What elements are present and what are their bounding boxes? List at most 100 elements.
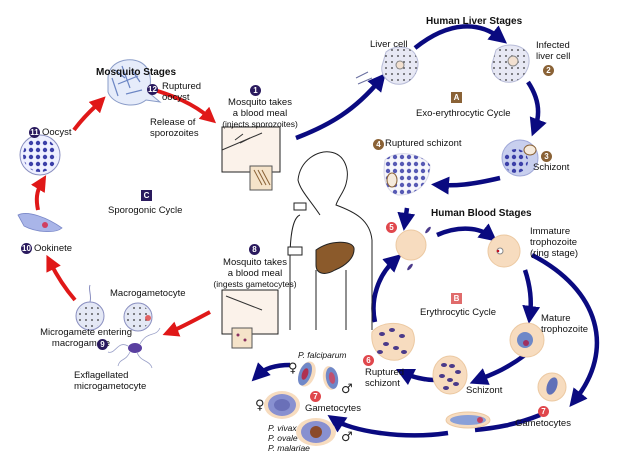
step-number-5: 5 [386,222,397,233]
oocyst-cell [19,134,61,176]
step-number-3: 3 [541,151,552,162]
arrow-liver-to-infected [413,24,508,50]
vivax-male-gametocyte [296,418,336,446]
step-2-line2: liver cell [536,51,571,62]
male-symbol-icon: ♂ [341,382,353,397]
mature-line1: Mature [541,313,571,324]
gametocyte-elongated [445,411,491,429]
step-4-label: Ruptured schizont [385,138,462,149]
step-number-2: 2 [543,65,554,76]
liver-organ [315,241,355,274]
ruptured-liver-schizont [383,153,431,196]
ring-stage-trophozoite [487,234,521,268]
section-title-mosquito: Mosquito Stages [96,67,177,78]
macrogametocyte-cell [123,302,153,332]
section-title-blood: Human Blood Stages [431,208,532,219]
cycle-label-exo-erythrocytic: Exo-erythrocytic Cycle [416,108,511,119]
step-2-label: Infected liver cell [536,40,570,62]
mature-trophozoite [509,322,545,358]
human-body [289,151,373,330]
step-number-4: 4 [373,139,384,150]
step-1-label: Mosquito takes a blood meal (injects spo… [220,97,300,130]
step-9-line1: Microgamete entering [40,327,132,338]
step-1-line2: a blood meal [232,108,288,119]
microgamete-macrogamete-cell [75,284,105,331]
step-12-label: Ruptured oocyst [162,81,201,103]
exflag-line2: microgametocyte [74,381,147,392]
release-sporozoites-label: Release of sporozoites [150,117,199,139]
step-8-line2: a blood meal [227,268,283,279]
step-6-line2: schizont [365,378,400,389]
cycle-marker-c: C [141,190,152,201]
step-11-label: Oocyst [42,127,72,138]
cycle-label-sporogonic: Sporogonic Cycle [108,205,183,216]
step-6-label: Ruptured schizont [365,367,404,389]
step-number-9: 9 [97,339,108,350]
step-9-label: Microgamete entering macrogamete [22,327,132,349]
step-number-7-host: 7 [310,391,321,402]
arrow-gametocytes-to-mosquito [251,362,291,382]
step-1-line3: (injects sporozoites) [222,119,298,129]
section-title-liver: Human Liver Stages [426,16,523,27]
step-number-12: 12 [147,84,158,95]
bite-site-arm [287,246,303,256]
cycle-marker-a: A [451,92,462,103]
p-malariae-label: P. malariae [268,443,310,453]
step-number-11: 11 [29,127,40,138]
immature-line2: trophozoite [530,237,578,248]
immature-trophozoite-label: Immature trophozoite (ring stage) [530,226,578,259]
step-number-10: 10 [21,243,32,254]
mosquito-bite-box-8 [221,289,279,349]
immature-line3: (ring stage) [530,248,579,259]
step-6-line1: Ruptured [365,367,405,378]
exflagellated-label: Exflagellated microgametocyte [74,370,146,392]
cycle-label-erythrocytic: Erythrocytic Cycle [420,307,497,318]
human-cycle-arrows [251,24,599,438]
arrow-ookinete-to-oocyst [31,175,47,211]
ruptured-oocyst-cell [107,59,162,106]
infected-liver-cell [491,44,530,83]
release-line1: Release of [150,117,196,128]
step-3-label: Schizont [533,162,570,173]
step-8-label: Mosquito takes a blood meal (ingests gam… [210,257,300,290]
step-number-1: 1 [250,85,261,96]
arrow-rbc-to-ring [436,223,498,242]
arrow-oocyst-to-ruptured [72,96,106,132]
arrow-ring-to-gametocytes [530,253,599,408]
falciparum-female-gametocyte [298,361,316,387]
arrow-mature-to-schizont [469,353,527,385]
sporozoites [355,71,373,85]
blood-schizont-label: Schizont [466,385,503,396]
arrow-zygote-to-ookinete [46,254,77,302]
ruptured-blood-schizont [371,323,415,361]
step-12-line1: Ruptured [162,81,202,92]
liver-schizont [501,139,539,177]
blood-schizont [432,355,468,395]
arrow-ruptured-to-rbc [397,207,416,231]
step-number-6: 6 [363,355,374,366]
liver-cell-label: Liver cell [370,39,408,50]
immature-line1: Immature [530,226,571,237]
step-number-7-blood: 7 [538,406,549,417]
exflagellated-microgametocyte [107,327,161,369]
macrogametocyte-label: Macrogametocyte [110,288,186,299]
mosquito-bite-box-1 [221,126,281,191]
step-1-line1: Mosquito takes [228,97,292,108]
step-9-line2: macrogamete [51,338,110,349]
arrow-ruptured-to-rbc-loop [371,254,402,323]
arrow-ingest-to-gametes [162,310,211,337]
species-list: P. vivax P. ovale P. malariae [268,423,310,453]
step-8-line3: (ingests gametocytes) [213,279,297,289]
step-number-8: 8 [249,244,260,255]
step-12-line2: oocyst [162,92,190,103]
arrow-gametocytes-link [474,412,541,433]
arrow-gametocytes-to-host [327,415,449,438]
p-falciparum-label: P. falciparum [298,350,347,360]
arrow-infected-to-schizont [526,80,547,137]
male-symbol-icon-2: ♂ [341,430,353,445]
vivax-female-gametocyte [264,391,300,419]
step-7-host-label: Gametocytes [305,403,361,414]
step-8-line1: Mosquito takes [223,257,287,268]
